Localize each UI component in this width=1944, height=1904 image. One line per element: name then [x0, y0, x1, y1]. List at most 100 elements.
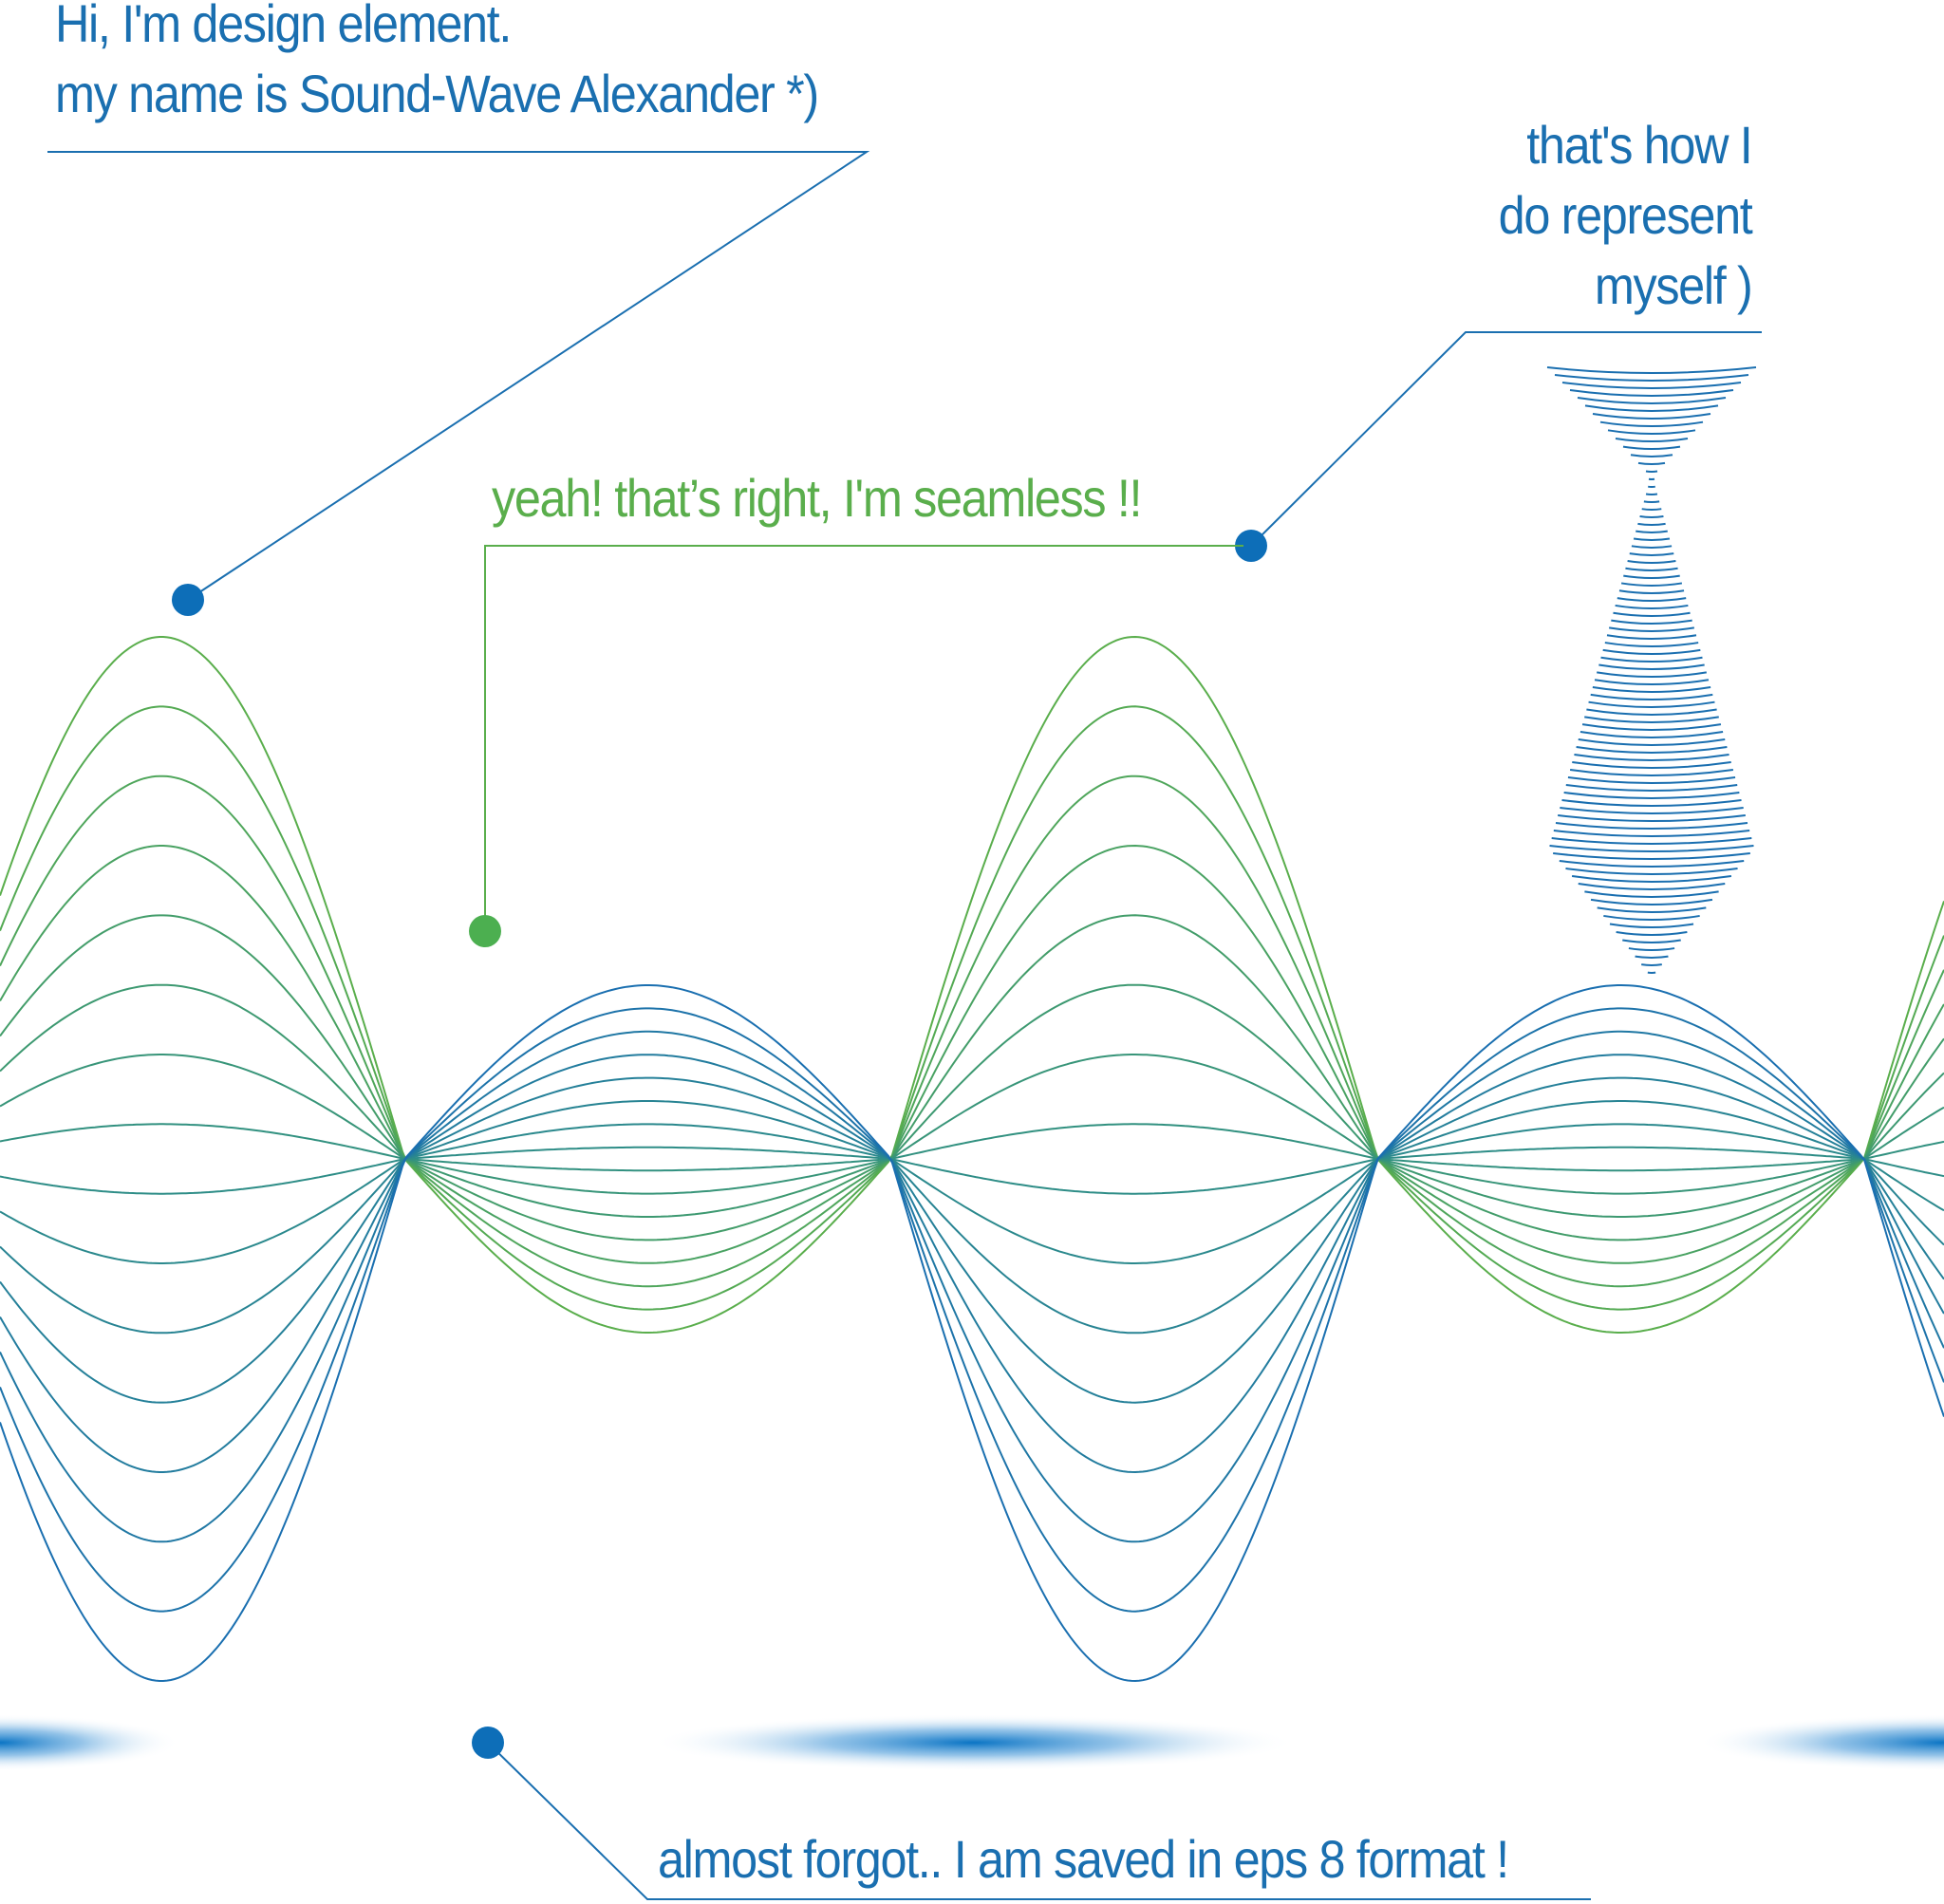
tie-line [1627, 559, 1676, 564]
tie-line [1597, 906, 1707, 913]
self-caption: that's how I do represent myself ) [1498, 110, 1753, 321]
tie-line [1602, 648, 1701, 655]
intro-caption-line-1: Hi, I'm design element. [55, 0, 512, 53]
tie-line [1628, 947, 1675, 952]
tie-line [1641, 963, 1662, 966]
tie-line [1561, 799, 1742, 807]
tie-line [1567, 776, 1736, 784]
tie-line [1622, 445, 1681, 450]
tie-line [1599, 420, 1704, 427]
tie-line [1569, 769, 1734, 776]
tie-line [1616, 931, 1688, 936]
tie-line [1565, 868, 1738, 875]
tie-line [1546, 366, 1757, 374]
self-caption-line-3: myself ) [1594, 255, 1752, 315]
seamless-leader-line [484, 545, 1243, 931]
wave-shadows [0, 1714, 1944, 1771]
callout-leaders [47, 151, 1762, 1900]
wave-shadow [1697, 1714, 1944, 1771]
intro-leader-line [47, 151, 870, 601]
wave-line [0, 844, 1944, 1264]
tie-line [1592, 413, 1711, 420]
self-caption-line-1: that's how I [1525, 115, 1753, 175]
tie-line [1553, 852, 1750, 860]
self-caption-line-2: do represent [1498, 185, 1752, 245]
tie-line [1598, 663, 1705, 670]
tie-line [1561, 382, 1742, 389]
tie-line [1565, 784, 1738, 792]
tie-line [1615, 604, 1689, 609]
wave-shadow [650, 1714, 1296, 1771]
wave-line [0, 1054, 1944, 1195]
wave-line [0, 914, 1944, 1241]
tie-line [1639, 515, 1664, 518]
tie-line [1569, 389, 1734, 397]
tie-line [1563, 792, 1740, 799]
tie-line [1629, 552, 1674, 556]
tie-line [1604, 642, 1699, 647]
wave-line [0, 635, 1944, 1334]
tie-line [1611, 619, 1692, 625]
tie-line [1584, 716, 1719, 723]
eps-pointer-dot [472, 1727, 504, 1759]
wave-line [0, 1123, 1944, 1264]
tie-line [1637, 461, 1666, 465]
tie-line [1554, 374, 1749, 382]
tie-line [1603, 914, 1700, 921]
tie-line [1607, 429, 1696, 435]
wave-line [0, 1076, 1944, 1404]
tie-line [1588, 700, 1715, 708]
tie-line [1623, 574, 1680, 579]
tie-line [1613, 611, 1691, 617]
tie-line [1615, 437, 1689, 442]
tie-line [1590, 693, 1713, 700]
tie-line [1606, 634, 1697, 640]
tie-line [1635, 955, 1669, 959]
wave-line [0, 705, 1944, 1311]
tie-line [1617, 597, 1687, 602]
self-pointer-dot [1235, 530, 1267, 562]
tie-line [1620, 582, 1683, 587]
tie-line [1586, 708, 1717, 716]
tie-line [1608, 626, 1695, 632]
tie-line [1558, 814, 1746, 822]
wave-shadow [0, 1714, 180, 1771]
tie-line [1578, 738, 1726, 746]
eps-caption: almost forgot.. I am saved in eps 8 form… [658, 1829, 1509, 1889]
tie-line [1609, 923, 1694, 928]
tie-line [1574, 754, 1729, 761]
wave-line [0, 1054, 1944, 1474]
tie-line [1549, 845, 1754, 852]
wave-line [0, 775, 1944, 1288]
wave-line [0, 1123, 1944, 1172]
tie-line [1597, 671, 1707, 678]
tie-line [1594, 679, 1710, 685]
tie-line [1577, 397, 1727, 404]
tie-line [1625, 567, 1678, 571]
intro-caption-line-2: my name is Sound-Wave Alexander *) [55, 64, 819, 123]
tie-line [1618, 589, 1685, 594]
tie-line [1641, 508, 1662, 511]
wave-line [0, 1007, 1944, 1613]
tie-line [1559, 860, 1745, 868]
tie-line [1584, 890, 1719, 898]
wave-line [0, 1100, 1944, 1335]
eps-leader-line [487, 1742, 1591, 1900]
tie-line [1637, 522, 1666, 526]
tie-line [1578, 883, 1726, 890]
tie-line [1572, 761, 1731, 769]
tie-line [1622, 939, 1681, 943]
tie-line [1600, 656, 1703, 663]
wave-line [0, 984, 1944, 1683]
tie-line [1643, 500, 1660, 503]
intro-caption: Hi, I'm design element. my name is Sound… [55, 0, 819, 129]
seamless-pointer-dot [469, 915, 501, 947]
wave-line [0, 1146, 1944, 1195]
tie-line [1551, 837, 1752, 845]
self-leader-line [1250, 331, 1762, 547]
tie-line [1555, 822, 1748, 830]
wave-line [0, 983, 1944, 1218]
seamless-caption: yeah! that’s right, I'm seamless !! [492, 468, 1142, 528]
